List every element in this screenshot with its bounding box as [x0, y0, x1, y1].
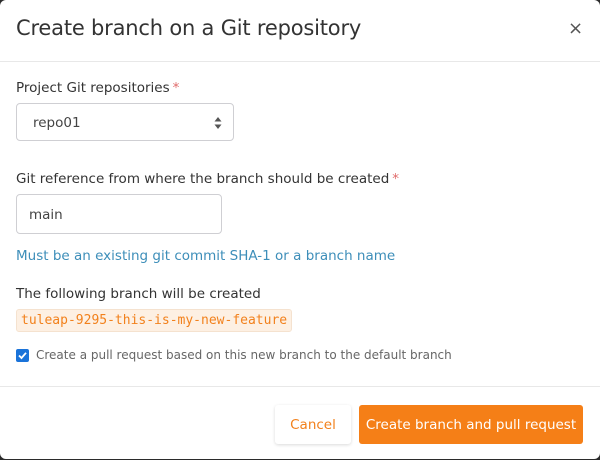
checkmark-icon — [18, 351, 27, 359]
create-branch-button[interactable]: Create branch and pull request — [359, 405, 583, 444]
reference-label: Git reference from where the branch shou… — [16, 171, 399, 187]
branch-preview-label: The following branch will be created — [16, 286, 261, 302]
sort-arrows-icon — [214, 117, 222, 129]
modal-body: Project Git repositories* repo01 Git ref… — [0, 62, 600, 387]
modal-title: Create branch on a Git repository — [16, 16, 362, 40]
repository-label: Project Git repositories* — [16, 80, 179, 96]
pull-request-checkbox[interactable] — [16, 348, 29, 362]
branch-name-preview: tuleap-9295-this-is-my-new-feature — [16, 309, 293, 332]
required-marker: * — [392, 171, 400, 187]
reference-helper-text: Must be an existing git commit SHA-1 or … — [16, 248, 396, 264]
pull-request-option[interactable]: Create a pull request based on this new … — [16, 348, 452, 362]
pull-request-label: Create a pull request based on this new … — [36, 348, 452, 362]
required-marker: * — [172, 80, 180, 96]
git-reference-input[interactable]: main — [16, 194, 222, 234]
git-reference-value: main — [29, 207, 63, 223]
reference-label-text: Git reference from where the branch shou… — [16, 171, 390, 187]
repository-select[interactable]: repo01 — [16, 103, 234, 141]
modal-footer: Cancel Create branch and pull request — [0, 387, 600, 460]
cancel-button[interactable]: Cancel — [275, 405, 351, 444]
repository-label-text: Project Git repositories — [16, 80, 170, 96]
modal-header: Create branch on a Git repository × — [0, 0, 600, 62]
close-icon[interactable]: × — [568, 18, 584, 39]
repository-select-value: repo01 — [33, 115, 81, 131]
